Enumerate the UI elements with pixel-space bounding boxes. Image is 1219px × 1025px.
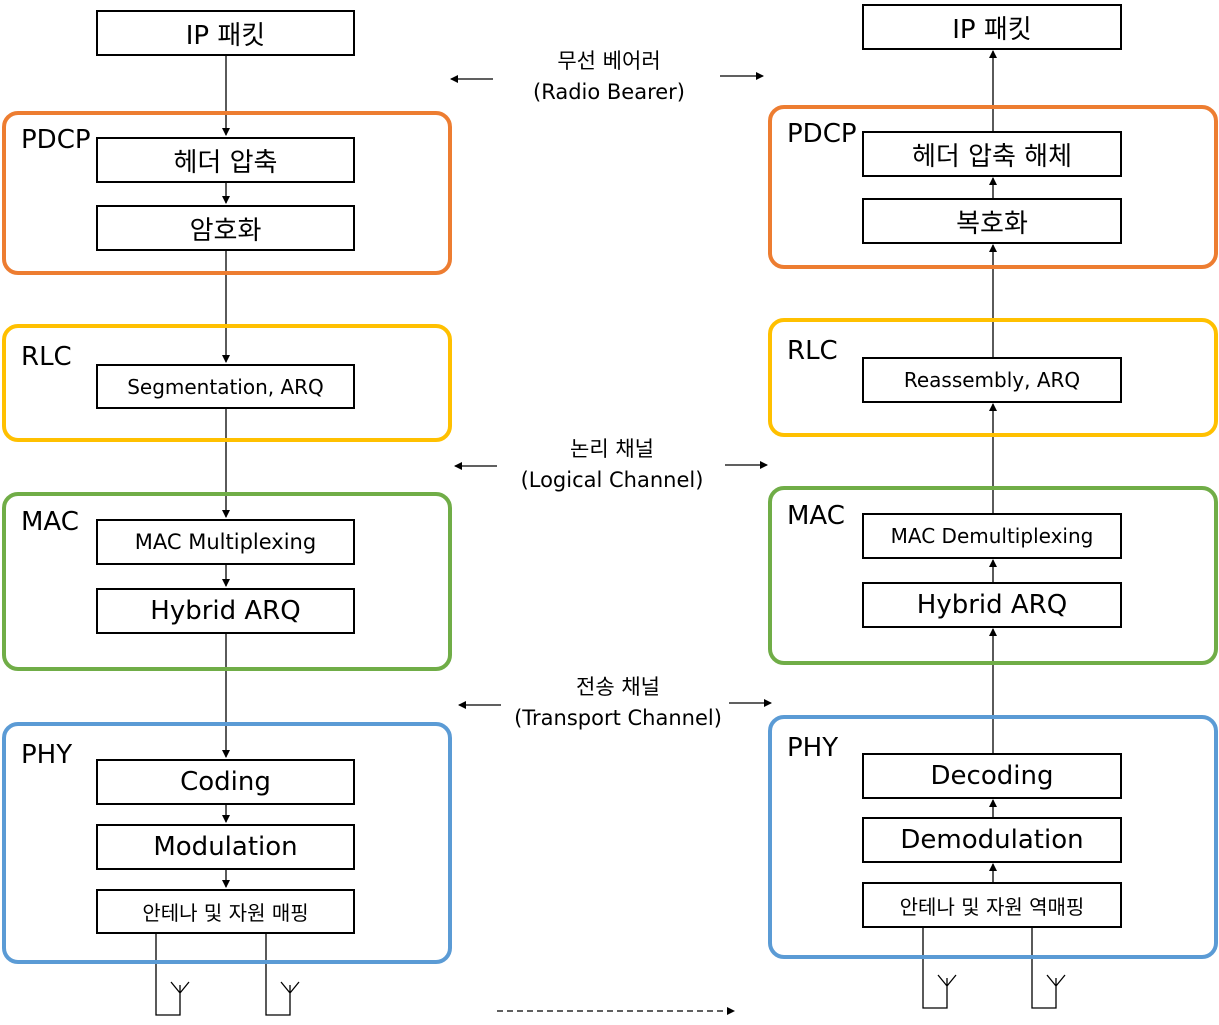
rx-harq-box: Hybrid ARQ xyxy=(862,582,1122,628)
tx-modulation-label: Modulation xyxy=(153,832,298,862)
rx-deciphering-label: 복호화 xyxy=(956,208,1028,239)
rx-reassembly-label: Reassembly, ARQ xyxy=(903,368,1081,392)
rx-decoding-box: Decoding xyxy=(862,753,1122,799)
tx-antenna-mapping-box: 안테나 및 자원 매핑 xyxy=(96,889,355,934)
rx-header-decompression-box: 헤더 압축 해체 xyxy=(862,131,1122,177)
tx-mac-label: MAC xyxy=(21,507,79,537)
rx-antenna-demapping-box: 안테나 및 자원 역매핑 xyxy=(862,882,1122,928)
radio-bearer-korean: 무선 베어러 xyxy=(557,49,661,73)
tx-segmentation-box: Segmentation, ARQ xyxy=(96,364,355,409)
tx-antenna-2-icon xyxy=(265,934,300,1016)
tx-coding-label: Coding xyxy=(180,767,271,797)
rx-mac-label: MAC xyxy=(787,501,845,531)
rx-mac-demultiplexing-label: MAC Demultiplexing xyxy=(890,524,1094,548)
tx-header-compression-box: 헤더 압축 xyxy=(96,137,355,183)
rx-mac-group: MAC xyxy=(768,486,1218,665)
tx-pdcp-group: PDCP xyxy=(2,111,452,275)
transport-channel-english: (Transport Channel) xyxy=(514,706,722,730)
tx-phy-group: PHY xyxy=(2,722,452,964)
rx-harq-label: Hybrid ARQ xyxy=(916,590,1068,620)
rx-decoding-label: Decoding xyxy=(930,761,1054,791)
tx-ip-packet-label: IP 패킷 xyxy=(185,20,266,51)
tx-antenna-1-icon xyxy=(155,934,190,1016)
logical-channel-korean: 논리 채널 xyxy=(570,437,654,461)
rx-antenna-demapping-label: 안테나 및 자원 역매핑 xyxy=(899,894,1085,919)
transport-channel-korean: 전송 채널 xyxy=(576,675,660,699)
rx-pdcp-label: PDCP xyxy=(787,119,857,149)
rx-antenna-1-icon xyxy=(922,928,957,1009)
rx-rlc-group: RLC xyxy=(768,318,1218,437)
tx-coding-box: Coding xyxy=(96,759,355,805)
rx-phy-label: PHY xyxy=(787,733,839,763)
rx-demodulation-label: Demodulation xyxy=(900,825,1084,855)
tx-antenna-icons xyxy=(155,934,300,1016)
tx-harq-label: Hybrid ARQ xyxy=(150,596,301,626)
rx-reassembly-box: Reassembly, ARQ xyxy=(862,357,1122,403)
tx-antenna-mapping-label: 안테나 및 자원 매핑 xyxy=(142,901,309,925)
tx-header-compression-label: 헤더 압축 xyxy=(173,147,278,178)
tx-mac-group: MAC xyxy=(2,492,452,671)
rx-mac-demultiplexing-box: MAC Demultiplexing xyxy=(862,513,1122,559)
tx-rlc-group: RLC xyxy=(2,324,452,442)
logical-channel-note: 논리 채널 (Logical Channel) xyxy=(492,434,732,496)
tx-ciphering-label: 암호화 xyxy=(189,215,262,246)
rx-rlc-label: RLC xyxy=(787,336,838,366)
rx-antenna-icons xyxy=(922,928,1066,1009)
rx-deciphering-box: 복호화 xyxy=(862,198,1122,244)
tx-phy-label: PHY xyxy=(21,740,73,770)
transport-channel-note: 전송 채널 (Transport Channel) xyxy=(488,672,748,734)
tx-harq-box: Hybrid ARQ xyxy=(96,588,355,634)
tx-modulation-box: Modulation xyxy=(96,824,355,870)
tx-ciphering-box: 암호화 xyxy=(96,205,355,251)
rx-ip-packet-box: IP 패킷 xyxy=(862,4,1122,50)
radio-bearer-note: 무선 베어러 (Radio Bearer) xyxy=(489,46,729,108)
tx-pdcp-label: PDCP xyxy=(21,125,91,155)
rx-demodulation-box: Demodulation xyxy=(862,817,1122,863)
logical-channel-english: (Logical Channel) xyxy=(520,468,704,492)
tx-segmentation-label: Segmentation, ARQ xyxy=(127,374,324,399)
tx-ip-packet-box: IP 패킷 xyxy=(96,10,355,56)
tx-mac-multiplexing-box: MAC Multiplexing xyxy=(96,519,355,565)
rx-antenna-2-icon xyxy=(1031,928,1066,1009)
tx-mac-multiplexing-label: MAC Multiplexing xyxy=(134,530,317,554)
tx-rlc-label: RLC xyxy=(21,342,72,372)
rx-ip-packet-label: IP 패킷 xyxy=(952,14,1032,45)
radio-bearer-english: (Radio Bearer) xyxy=(533,80,685,104)
rx-pdcp-group: PDCP xyxy=(768,105,1218,269)
rx-phy-group: PHY xyxy=(768,715,1218,959)
rx-header-decompression-label: 헤더 압축 해체 xyxy=(911,141,1073,172)
